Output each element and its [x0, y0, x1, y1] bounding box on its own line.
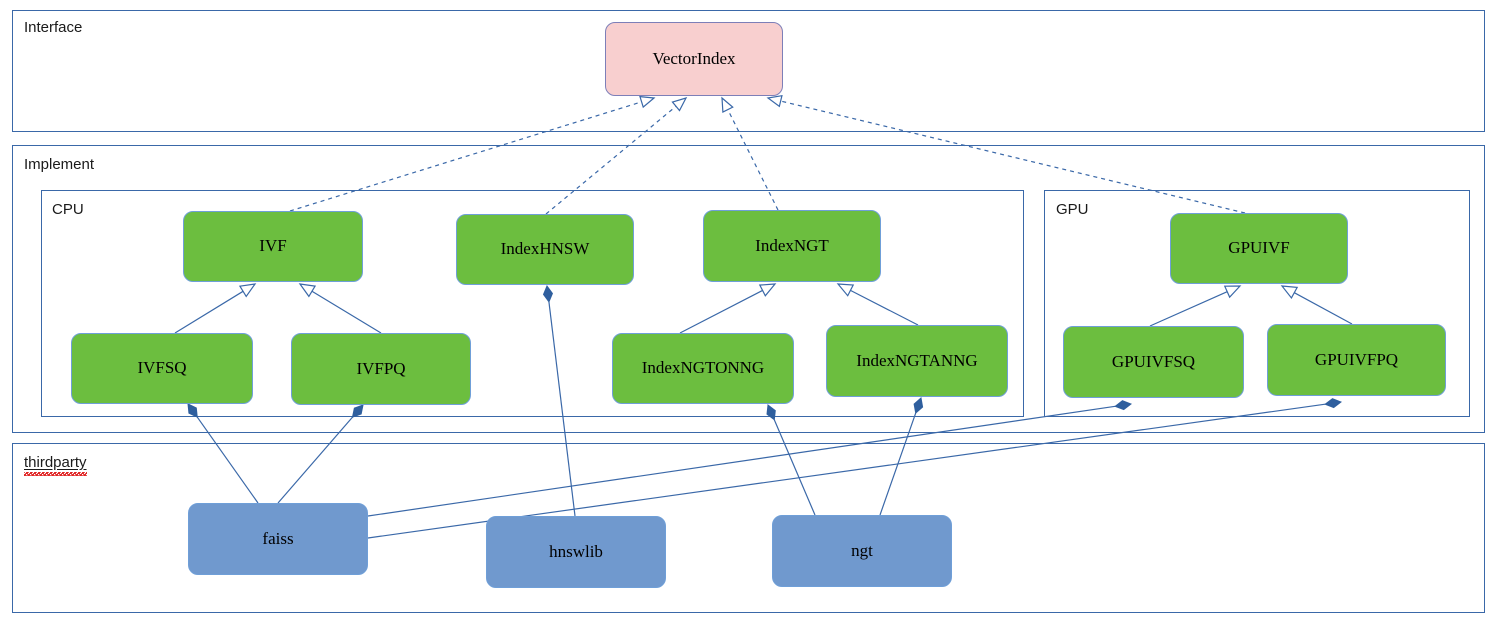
package-label-implement: Implement	[24, 156, 95, 173]
node-indexngtanng[interactable]: IndexNGTANNG	[826, 325, 1008, 397]
node-indexhnsw[interactable]: IndexHNSW	[456, 214, 634, 285]
package-label-gpu: GPU	[1056, 201, 1089, 218]
node-ivfsq[interactable]: IVFSQ	[71, 333, 253, 404]
node-vectorindex[interactable]: VectorIndex	[605, 22, 783, 96]
package-label-thirdparty: thirdparty	[24, 454, 87, 471]
node-gpuivfsq[interactable]: GPUIVFSQ	[1063, 326, 1244, 398]
node-ivfpq[interactable]: IVFPQ	[291, 333, 471, 405]
node-gpuivfpq[interactable]: GPUIVFPQ	[1267, 324, 1446, 396]
node-faiss[interactable]: faiss	[188, 503, 368, 575]
node-ngt[interactable]: ngt	[772, 515, 952, 587]
node-gpuivf[interactable]: GPUIVF	[1170, 213, 1348, 284]
node-hnswlib[interactable]: hnswlib	[486, 516, 666, 588]
node-ivf[interactable]: IVF	[183, 211, 363, 282]
node-indexngtonng[interactable]: IndexNGTONNG	[612, 333, 794, 404]
package-label-interface: Interface	[24, 19, 83, 36]
node-indexngt[interactable]: IndexNGT	[703, 210, 881, 282]
package-label-cpu: CPU	[52, 201, 84, 218]
